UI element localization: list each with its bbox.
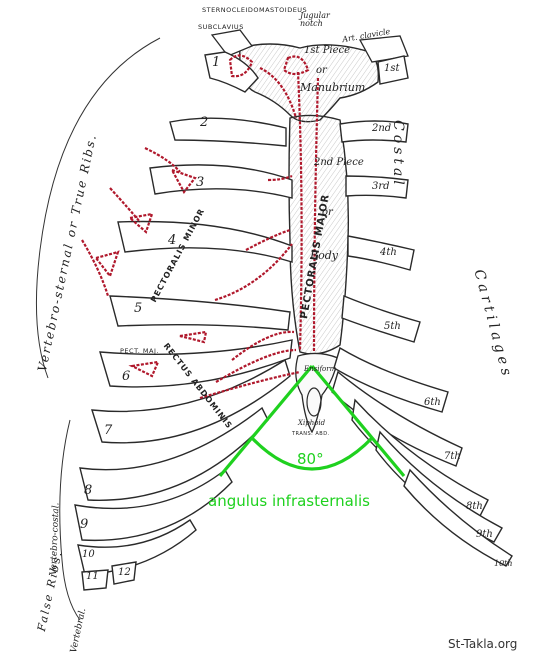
label-or-2: or <box>322 207 333 218</box>
cartilage-9 <box>375 430 503 543</box>
cartilage-1 <box>377 55 409 85</box>
false-ribs-bracket <box>59 419 81 621</box>
cartilage-number-5: 5th <box>384 321 401 332</box>
rib-number-11: 11 <box>86 571 99 582</box>
label-sternocleidomastoideus: STERNOCLEIDOMASTOIDEUS <box>202 6 308 14</box>
rib-3 <box>149 164 293 199</box>
cartilage-2 <box>339 120 409 143</box>
cartilage-number-8: 8th <box>466 501 483 512</box>
cartilage-5 <box>341 294 421 343</box>
label-xiphoid: Xiphoid <box>298 419 326 427</box>
muscle-attachments <box>81 54 320 400</box>
cartilage-10 <box>403 468 513 567</box>
manubrium <box>239 43 380 123</box>
rib-number-3: 3 <box>196 175 205 190</box>
label-second-piece: 2nd Piece <box>314 157 364 168</box>
rib-number-12: 12 <box>118 567 131 578</box>
right-clavicle-stub <box>210 29 254 57</box>
cartilage-number-1: 1st <box>384 63 400 74</box>
label-manubrium: Manubrium <box>300 81 366 94</box>
label-pect-maj: PECT. MAJ. <box>120 347 159 355</box>
label-costal: Costal <box>390 120 406 189</box>
label-ensiform: Ensiform <box>304 365 337 373</box>
cartilage-4 <box>347 235 415 271</box>
xiphoid-foramen <box>306 387 322 417</box>
cartilage-6 <box>333 346 449 413</box>
label-or-1: or <box>316 65 327 76</box>
rib-12 <box>111 561 137 585</box>
rib-number-5: 5 <box>134 301 143 316</box>
label-jugular-notch: Jugular notch <box>300 11 330 28</box>
rib-number-1: 1 <box>212 55 221 70</box>
cartilage-number-3: 3rd <box>372 181 390 192</box>
cartilage-number-9: 9th <box>476 529 493 540</box>
left-clavicle-stub <box>358 35 409 63</box>
angle-right-leg <box>310 364 406 478</box>
angle-arc <box>250 436 374 471</box>
cartilage-number-6: 6th <box>424 397 441 408</box>
true-ribs-bracket <box>35 37 161 379</box>
label-body: Body <box>310 249 338 262</box>
rib-4 <box>117 220 293 263</box>
rib-number-10: 10 <box>82 549 95 560</box>
cartilage-number-4: 4th <box>380 247 397 258</box>
rib-5 <box>109 295 291 331</box>
label-trans-abd: TRANS. ABD. <box>292 431 330 437</box>
cartilage-number-7: 7th <box>444 451 461 462</box>
rib-2 <box>169 117 287 147</box>
rib-7 <box>91 358 291 444</box>
angle-left-leg <box>218 364 314 478</box>
infrasternal-angle <box>218 364 406 478</box>
rib-11 <box>81 569 109 591</box>
rib-number-8: 8 <box>84 483 93 498</box>
rib-number-7: 7 <box>104 423 113 438</box>
rib-number-9: 9 <box>80 517 89 532</box>
label-first-piece: 1st Piece <box>304 45 351 56</box>
rib-9 <box>74 468 233 542</box>
cartilage-number-2: 2nd <box>372 123 392 134</box>
angle-name-label: angulus infrasternalis <box>208 492 370 510</box>
rib-number-6: 6 <box>122 369 131 384</box>
watermark: St-Takla.org <box>448 637 518 651</box>
label-subclavius: SUBCLAVIUS <box>198 23 244 31</box>
cartilage-number-10: 10th <box>494 559 513 568</box>
angle-value-label: 80° <box>297 450 324 468</box>
rib-number-4: 4 <box>168 233 177 248</box>
cartilage-3 <box>345 175 409 199</box>
rib-number-2: 2 <box>200 115 209 130</box>
left-cartilages <box>331 55 513 567</box>
